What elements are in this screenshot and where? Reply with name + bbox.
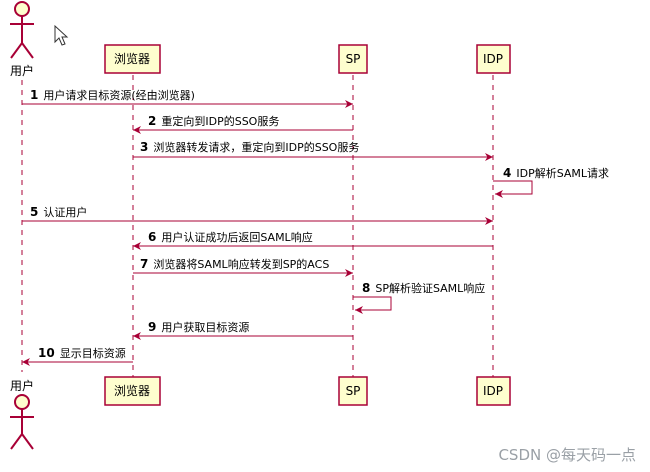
message-3: 3 浏览器转发请求，重定向到IDP的SSO服务 <box>133 140 493 161</box>
stick-figure-icon <box>10 1 34 59</box>
message-text: 用户请求目标资源(经由浏览器) <box>43 88 195 102</box>
message-number: 5 <box>30 205 38 219</box>
message-9: 9 用户获取目标资源 <box>133 320 353 340</box>
participant-label: 浏览器 <box>114 51 150 66</box>
participant-label: IDP <box>483 52 503 66</box>
participant-sp-top: SP <box>338 44 368 74</box>
message-text: SP解析验证SAML响应 <box>375 281 485 295</box>
message-text: IDP解析SAML请求 <box>516 166 609 180</box>
message-text: 用户认证成功后返回SAML响应 <box>161 230 312 244</box>
message-number: 1 <box>30 88 38 102</box>
message-7: 7 浏览器将SAML响应转发到SP的ACS <box>133 257 353 277</box>
message-1: 1 用户请求目标资源(经由浏览器) <box>22 88 353 108</box>
message-number: 3 <box>140 140 148 154</box>
participant-idp-bottom: IDP <box>476 376 511 406</box>
participant-browser-top: 浏览器 <box>104 44 161 74</box>
lifelines <box>21 75 494 377</box>
mouse-cursor-icon <box>54 24 69 46</box>
participant-label: 浏览器 <box>114 383 150 398</box>
stick-figure-icon <box>10 394 34 450</box>
participant-label: IDP <box>483 384 503 398</box>
participant-idp-top: IDP <box>476 44 511 74</box>
message-text: 认证用户 <box>43 205 87 219</box>
message-text: 浏览器将SAML响应转发到SP的ACS <box>153 257 329 271</box>
message-number: 2 <box>148 114 156 128</box>
message-text: 用户获取目标资源 <box>161 320 249 334</box>
watermark: CSDN @每天码一点 <box>498 446 636 464</box>
participant-browser-bottom: 浏览器 <box>104 376 161 406</box>
actor-label-bottom: 用户 <box>10 378 34 393</box>
message-number: 9 <box>148 320 156 334</box>
message-10: 10 显示目标资源 <box>22 346 133 366</box>
message-number: 7 <box>140 257 148 271</box>
message-4: 4 IDP解析SAML请求 <box>493 166 609 198</box>
message-5: 5 认证用户 <box>22 205 493 225</box>
message-text: 浏览器转发请求，重定向到IDP的SSO服务 <box>153 140 359 154</box>
actor-top: 用户 <box>10 1 34 78</box>
message-number: 4 <box>503 166 511 180</box>
participant-label: SP <box>346 52 361 66</box>
message-arrow <box>493 180 533 198</box>
actor-label-top: 用户 <box>10 63 34 78</box>
participant-sp-bottom: SP <box>338 376 368 406</box>
message-2: 2 重定向到IDP的SSO服务 <box>133 114 353 134</box>
message-number: 6 <box>148 230 156 244</box>
actor-bottom: 用户 <box>10 378 34 450</box>
message-6: 6 用户认证成功后返回SAML响应 <box>133 230 493 250</box>
message-number: 10 <box>38 346 55 360</box>
message-text: 显示目标资源 <box>60 346 126 360</box>
message-text: 重定向到IDP的SSO服务 <box>161 114 279 128</box>
participant-label: SP <box>346 384 361 398</box>
message-number: 8 <box>362 281 370 295</box>
message-arrow <box>353 296 392 314</box>
message-8: 8 SP解析验证SAML响应 <box>353 281 485 314</box>
